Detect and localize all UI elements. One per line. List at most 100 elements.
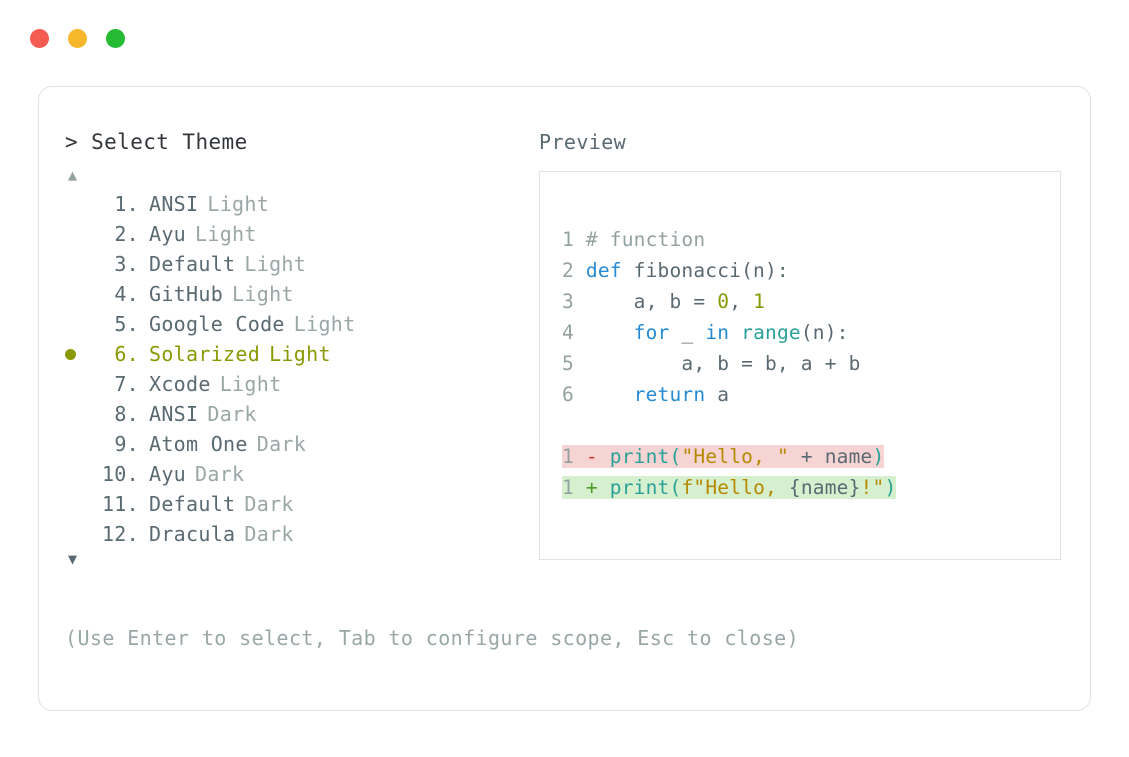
code-token: ( <box>669 476 682 499</box>
code-token <box>729 321 741 344</box>
code-token: a, b = b, a + b <box>585 352 861 375</box>
theme-item-number: 4. <box>114 282 139 306</box>
theme-list-item[interactable]: 10. Ayu Dark <box>65 459 535 489</box>
theme-item-number: 5. <box>114 312 139 336</box>
diff-sample: 1 - print("Hello, " + name)1 + print(f"H… <box>540 441 1060 503</box>
window-controls <box>30 28 125 48</box>
code-token: f"Hello, <box>681 476 789 499</box>
line-number: 4 <box>562 321 586 344</box>
theme-item-variant: Light <box>219 372 282 396</box>
code-token: !" <box>860 476 885 499</box>
theme-list-item[interactable]: 1. ANSI Light <box>65 189 535 219</box>
code-token: ) <box>884 476 897 499</box>
code-line: 4 for _ in range(n): <box>540 317 1060 348</box>
prompt-title-text: Select Theme <box>91 130 248 154</box>
diff-marker-icon: - <box>585 445 610 468</box>
line-number: 1 <box>562 476 586 499</box>
scroll-up-icon[interactable]: ▲ <box>68 166 78 184</box>
code-token: a <box>705 383 730 406</box>
theme-item-variant: Dark <box>207 402 257 426</box>
code-token: def <box>585 259 634 282</box>
theme-item-number: 12. <box>101 522 139 546</box>
theme-item-variant: Light <box>207 192 270 216</box>
code-token: print <box>609 476 670 499</box>
theme-item-name: Ayu <box>149 462 187 486</box>
code-token: ) <box>872 445 885 468</box>
maximize-button-icon[interactable] <box>106 28 125 48</box>
theme-item-number: 2. <box>114 222 139 246</box>
code-token: in <box>705 321 730 344</box>
theme-item-number: 7. <box>114 372 139 396</box>
theme-list-item[interactable]: 12. Dracula Dark <box>65 519 535 549</box>
theme-item-variant: Light <box>195 222 257 246</box>
code-line: 2 def fibonacci(n): <box>540 255 1060 286</box>
theme-item-variant: Dark <box>256 432 307 456</box>
keyboard-hint: (Use Enter to select, Tab to configure s… <box>65 626 800 650</box>
theme-list-item[interactable]: 4. GitHub Light <box>65 279 535 309</box>
theme-list-item[interactable]: 2. Ayu Light <box>65 219 535 249</box>
theme-item-variant: Light <box>293 312 356 336</box>
theme-list-item[interactable]: 5. Google Code Light <box>65 309 535 339</box>
code-token: print <box>609 445 670 468</box>
theme-item-number: 11. <box>101 492 139 516</box>
close-button-icon[interactable] <box>30 28 49 48</box>
code-token: + <box>788 445 825 468</box>
theme-item-variant: Light <box>269 342 331 366</box>
theme-item-name: GitHub <box>149 282 224 306</box>
diff-line-content: 1 - print("Hello, " + name) <box>562 445 885 468</box>
theme-item-name: ANSI <box>149 402 199 426</box>
theme-item-name: Default <box>149 492 236 516</box>
code-token <box>586 321 634 344</box>
window-titlebar <box>0 0 1129 76</box>
code-token: range <box>741 321 801 344</box>
theme-item-variant: Dark <box>244 522 294 546</box>
theme-item-name: Xcode <box>149 372 211 396</box>
theme-item-number: 10. <box>101 462 139 486</box>
theme-item-name: Solarized <box>149 342 261 366</box>
code-token: (n): <box>800 321 849 344</box>
code-token: 0 <box>717 290 730 313</box>
theme-list-item[interactable]: 7. Xcode Light <box>65 369 535 399</box>
minimize-button-icon[interactable] <box>68 28 87 48</box>
scroll-down-icon[interactable]: ▼ <box>68 550 78 568</box>
code-token: for <box>633 321 670 344</box>
code-token <box>586 383 634 406</box>
preview-label: Preview <box>539 130 627 154</box>
theme-item-name: ANSI <box>149 192 199 216</box>
theme-item-variant: Dark <box>195 462 245 486</box>
code-line: 6 return a <box>540 379 1060 410</box>
theme-item-number: 1. <box>114 192 139 216</box>
code-token: "Hello, " <box>681 445 789 468</box>
line-number: 1 <box>562 228 586 251</box>
theme-item-variant: Light <box>232 282 294 306</box>
theme-item-variant: Light <box>244 252 307 276</box>
theme-item-name: Google Code <box>149 312 285 336</box>
theme-item-name: Ayu <box>149 222 187 246</box>
code-token: 1 <box>753 290 766 313</box>
line-number: 6 <box>562 383 586 406</box>
code-token: a, b = <box>585 290 718 313</box>
diff-line-removed: 1 - print("Hello, " + name) <box>540 441 1060 472</box>
line-number: 2 <box>562 259 586 282</box>
code-line: 5 a, b = b, a + b <box>540 348 1060 379</box>
diff-marker-icon: + <box>585 476 610 499</box>
prompt-caret-icon: > <box>65 130 79 154</box>
diff-line-content: 1 + print(f"Hello, {name}!") <box>562 476 897 499</box>
code-token: ( <box>669 445 682 468</box>
code-token: return <box>633 383 706 406</box>
code-token: fibonacci(n): <box>633 259 789 282</box>
theme-item-name: Dracula <box>149 522 236 546</box>
selected-dot-icon <box>65 348 76 360</box>
line-number: 3 <box>562 290 586 313</box>
